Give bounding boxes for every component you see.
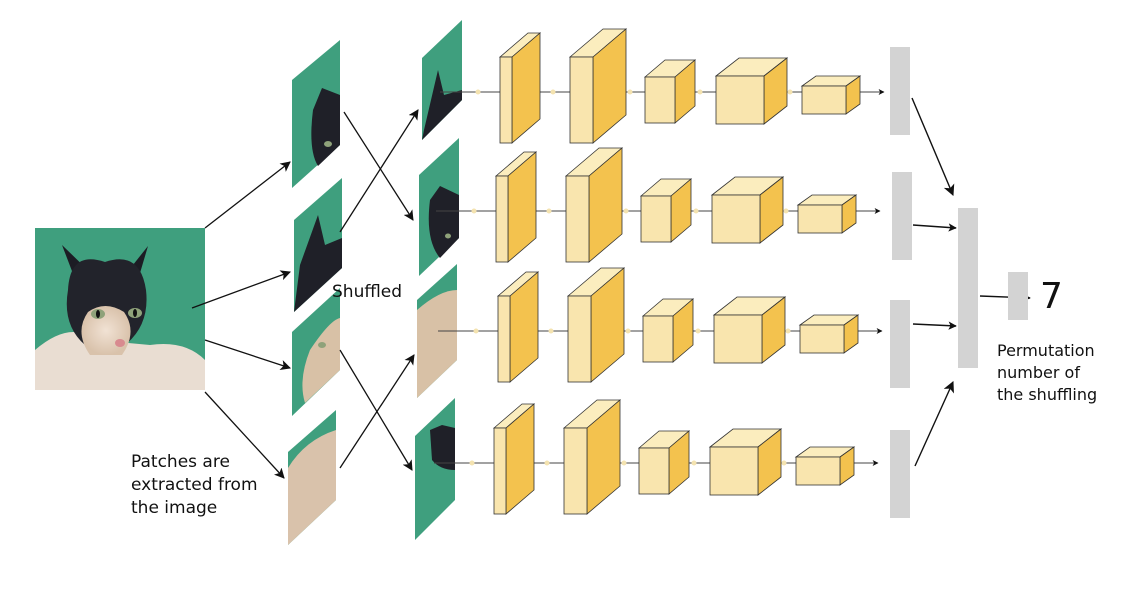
connector-dot bbox=[783, 208, 789, 214]
branch-2 bbox=[436, 147, 912, 263]
permutation-caption-line-2: number of bbox=[997, 363, 1080, 382]
feature-bar bbox=[890, 300, 910, 388]
connector-dot bbox=[550, 89, 556, 95]
output-bar bbox=[1008, 272, 1028, 320]
feature-bar bbox=[890, 47, 910, 135]
shuffled-patch-2 bbox=[419, 138, 459, 276]
connector-dot bbox=[623, 208, 629, 214]
patches-caption: Patches are extracted from the image bbox=[131, 451, 301, 520]
conv-layer-2 bbox=[562, 399, 622, 515]
branch-1 bbox=[440, 28, 910, 144]
permutation-caption: Permutation number of the shuffling bbox=[997, 340, 1127, 406]
conv-layer-1 bbox=[496, 271, 540, 383]
connector-dot bbox=[697, 89, 703, 95]
shuffle-arrows bbox=[339, 109, 419, 471]
connector-dot bbox=[546, 208, 552, 214]
conv-layer-1 bbox=[498, 32, 542, 144]
connector-dot bbox=[695, 328, 701, 334]
conv-layer-4 bbox=[714, 57, 789, 125]
conv-layer-3 bbox=[643, 59, 697, 124]
conv-layer-2 bbox=[566, 267, 626, 383]
connector-dot bbox=[475, 89, 481, 95]
patch-2 bbox=[294, 178, 342, 312]
extraction-arrows bbox=[191, 161, 291, 479]
connector-dot bbox=[471, 208, 477, 214]
permutation-caption-line-1: Permutation bbox=[997, 341, 1095, 360]
conv-layer-2 bbox=[564, 147, 624, 263]
connector-dot bbox=[691, 460, 697, 466]
output-value: 7 bbox=[1040, 276, 1063, 317]
conv-layer-5 bbox=[800, 75, 862, 115]
conv-layer-3 bbox=[637, 430, 691, 495]
shuffled-caption: Shuffled bbox=[332, 282, 403, 302]
connector-dot bbox=[787, 89, 793, 95]
feature-bar bbox=[892, 172, 912, 260]
connector-dot bbox=[544, 460, 550, 466]
patches-caption-line-2: extracted from bbox=[131, 475, 258, 495]
branch-4 bbox=[434, 399, 910, 518]
conv-layer-1 bbox=[492, 403, 536, 515]
conv-layer-5 bbox=[796, 194, 858, 234]
conv-layer-5 bbox=[798, 314, 860, 354]
cnn-branches bbox=[434, 28, 912, 518]
conv-layer-3 bbox=[639, 178, 693, 243]
merge-stage bbox=[911, 97, 1031, 467]
connector-dot bbox=[469, 460, 475, 466]
connector-dot bbox=[627, 89, 633, 95]
patch-3 bbox=[292, 288, 340, 416]
patches-caption-line-1: Patches are bbox=[131, 452, 230, 472]
connector-dot bbox=[781, 460, 787, 466]
branch-3 bbox=[438, 267, 910, 388]
connector-dot bbox=[693, 208, 699, 214]
shuffled-patch-1 bbox=[422, 20, 462, 140]
patch-4 bbox=[288, 410, 336, 545]
cat-image bbox=[35, 228, 205, 390]
patches-caption-line-3: the image bbox=[131, 498, 218, 518]
conv-layer-2 bbox=[568, 28, 628, 144]
shuffled-patch-3 bbox=[417, 264, 457, 398]
connector-dot bbox=[621, 460, 627, 466]
conv-layer-1 bbox=[494, 151, 538, 263]
conv-layer-5 bbox=[794, 446, 856, 486]
conv-layer-4 bbox=[710, 176, 785, 244]
patch-column-shuffled bbox=[415, 20, 462, 540]
connector-dot bbox=[785, 328, 791, 334]
connector-dot bbox=[625, 328, 631, 334]
patch-column-extracted bbox=[288, 40, 342, 545]
permutation-caption-line-3: the shuffling bbox=[997, 385, 1098, 404]
conv-layer-3 bbox=[641, 298, 695, 363]
connector-dot bbox=[473, 328, 479, 334]
feature-bar bbox=[890, 430, 910, 518]
conv-layer-4 bbox=[712, 296, 787, 364]
conv-layer-4 bbox=[708, 428, 783, 496]
shuffled-patch-4 bbox=[415, 398, 455, 540]
patch-1 bbox=[292, 40, 340, 188]
concat-feature-bar bbox=[958, 208, 978, 368]
connector-dot bbox=[548, 328, 554, 334]
